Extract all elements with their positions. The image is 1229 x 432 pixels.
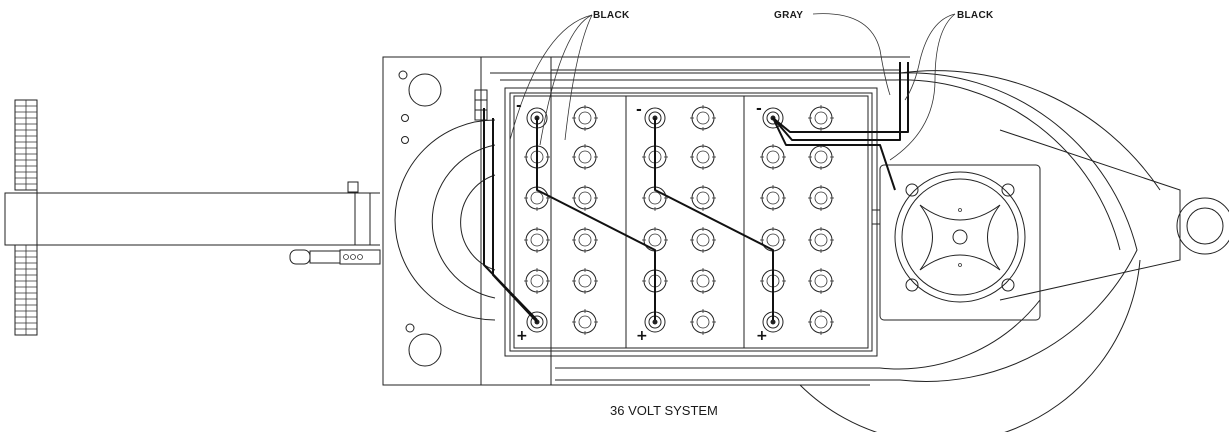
jumper-cable-2 xyxy=(654,118,774,320)
negative-mark-2: - xyxy=(636,102,642,118)
negative-mark-3: - xyxy=(756,101,762,117)
battery-cell-cap xyxy=(760,144,786,170)
battery-cell-cap xyxy=(690,105,716,131)
polarity-marks: - - - + + + xyxy=(516,98,768,344)
battery-cell-cap xyxy=(690,185,716,211)
battery-cell-cap xyxy=(760,185,786,211)
battery-cell-cap xyxy=(808,268,834,294)
motor-cover xyxy=(871,164,1041,321)
gray-cable xyxy=(772,62,901,141)
battery-cell-cap xyxy=(572,185,598,211)
battery-cell-cap xyxy=(808,309,834,335)
battery-terminal xyxy=(762,311,784,333)
battery-cell-cap xyxy=(572,309,598,335)
battery-1 xyxy=(513,95,627,349)
drive-housing xyxy=(394,70,1229,432)
positive-mark-3: + xyxy=(756,328,768,344)
label-black-left: BLACK xyxy=(593,10,630,21)
battery-cell-cap xyxy=(572,105,598,131)
diagram-caption: 36 VOLT SYSTEM xyxy=(610,403,718,418)
battery-cell-cap xyxy=(808,105,834,131)
battery-3 xyxy=(743,95,869,349)
battery-cell-cap xyxy=(808,144,834,170)
battery-2 xyxy=(625,95,745,349)
battery-tray xyxy=(504,87,878,357)
battery-cell-cap xyxy=(690,144,716,170)
positive-mark-1: + xyxy=(516,328,528,344)
battery-cell-cap xyxy=(690,309,716,335)
motor-cable xyxy=(772,117,896,191)
chassis xyxy=(382,56,910,386)
battery-cell-cap xyxy=(690,227,716,253)
positive-mark-2: + xyxy=(636,328,648,344)
leader-lines xyxy=(509,13,956,161)
jumper-cable-1 xyxy=(536,118,656,320)
battery-cell-cap xyxy=(808,227,834,253)
main-positive-cable-2 xyxy=(492,118,538,323)
battery-cell-cap xyxy=(572,268,598,294)
battery-cell-cap xyxy=(572,144,598,170)
cables xyxy=(483,62,909,323)
tiller-arm xyxy=(4,192,356,246)
battery-cell-cap xyxy=(524,227,550,253)
tiller-handle xyxy=(4,99,381,336)
battery-cell-cap xyxy=(690,268,716,294)
battery-cell-cap xyxy=(572,227,598,253)
label-black-right: BLACK xyxy=(957,10,994,21)
main-negative-cable xyxy=(772,62,909,133)
negative-mark-1: - xyxy=(516,98,522,114)
left-grip xyxy=(14,99,38,336)
label-gray: GRAY xyxy=(774,10,803,21)
batteries xyxy=(513,95,869,349)
battery-cell-cap xyxy=(808,185,834,211)
battery-cell-cap xyxy=(524,268,550,294)
tiller-hinge xyxy=(289,249,381,265)
